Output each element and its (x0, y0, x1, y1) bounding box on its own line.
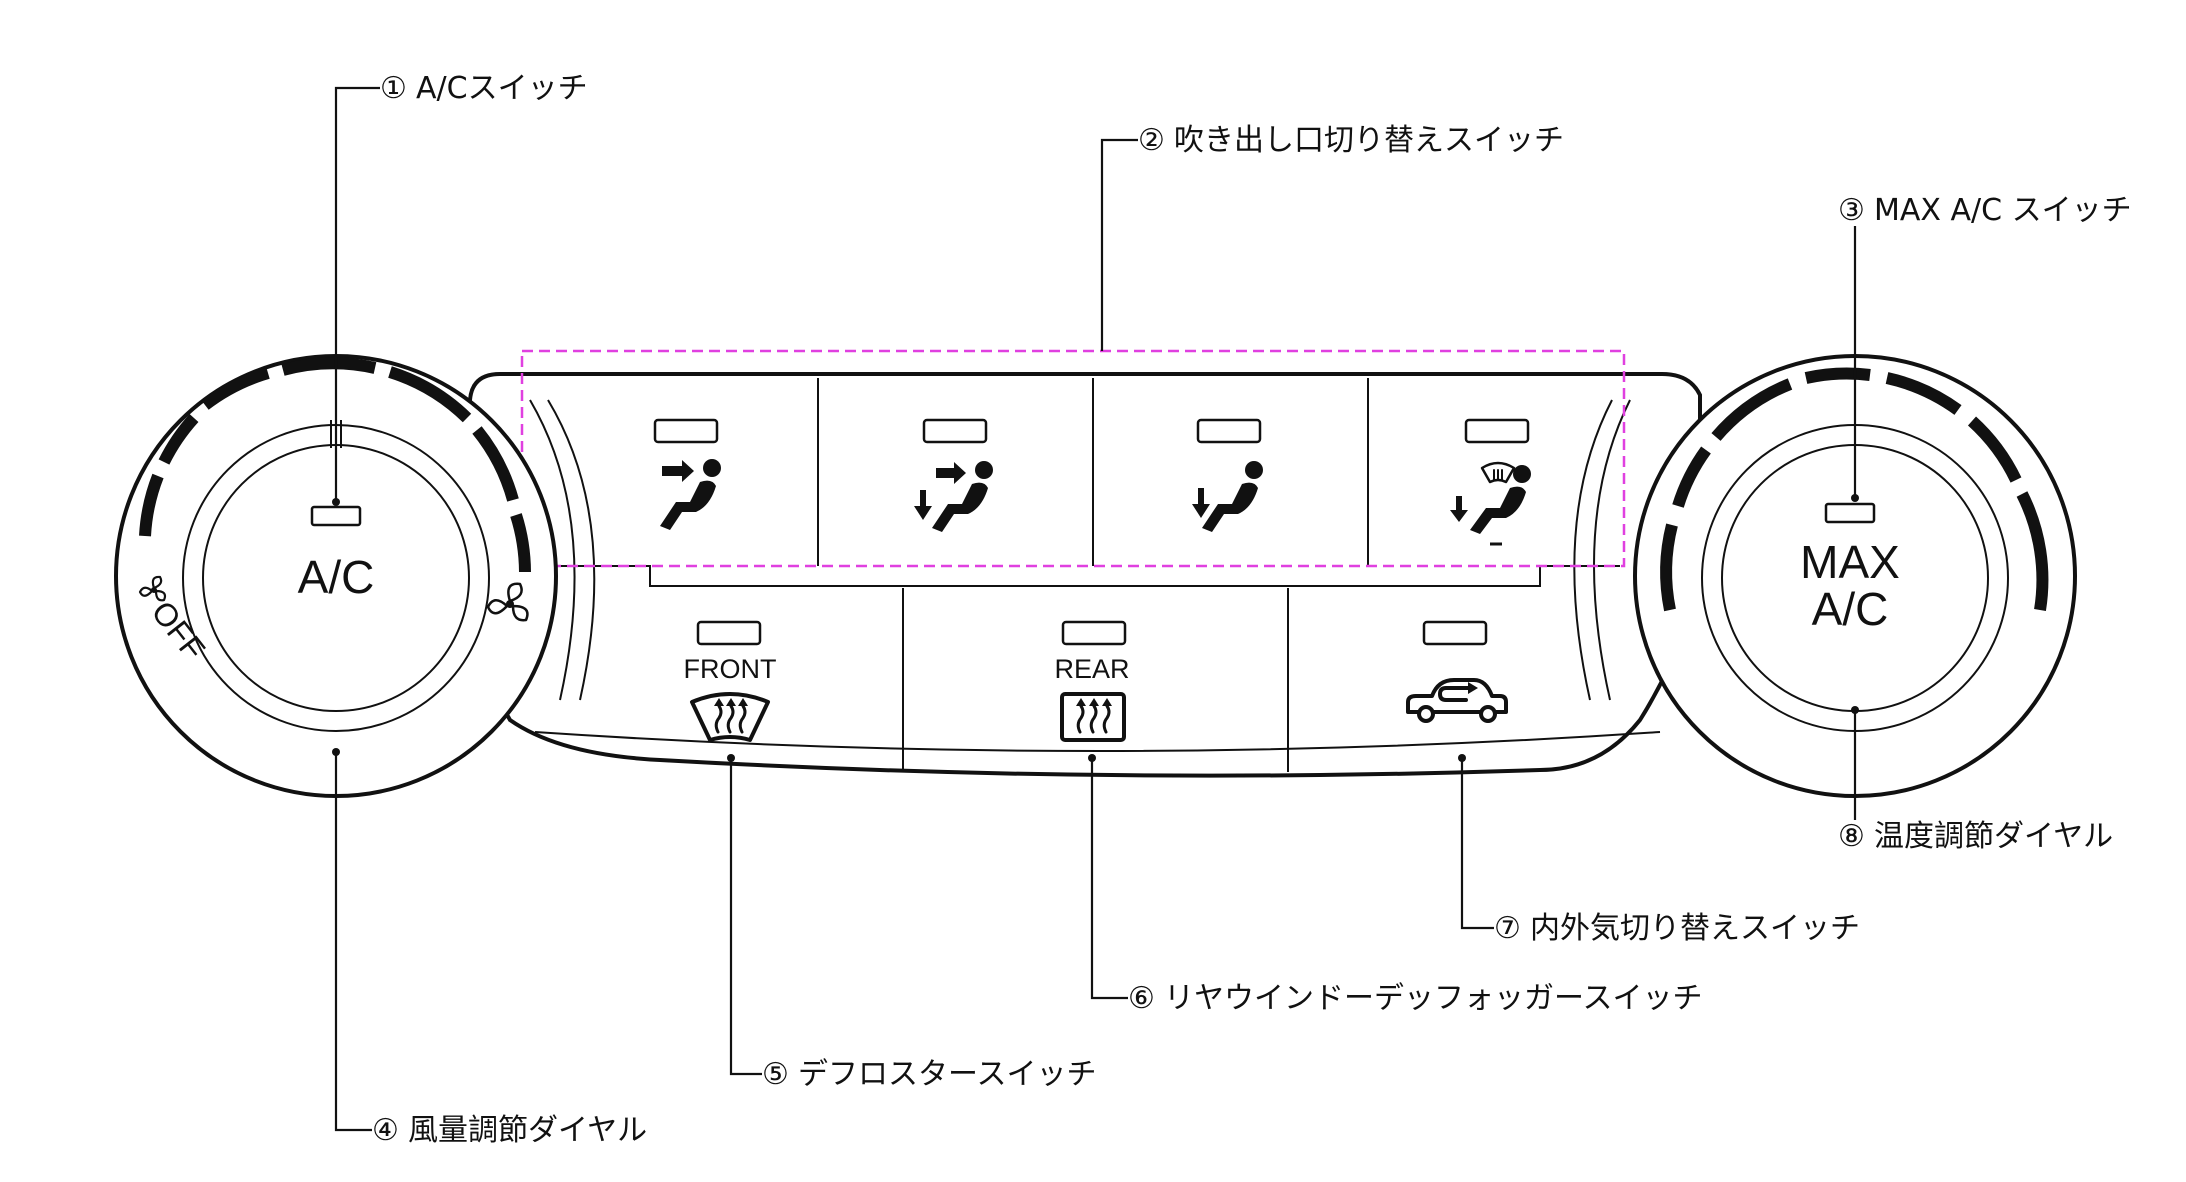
fan-icon-small (138, 575, 167, 602)
callout-1-text: A/Cスイッチ (416, 71, 588, 106)
callout-8-text: 温度調節ダイヤル (1874, 819, 2113, 854)
max-ac-label-line1: MAX (1800, 536, 1900, 588)
fan-level-scale (139, 357, 531, 573)
vent-foot-defrost-button[interactable] (1450, 418, 1531, 546)
bi-level-vent-icon (914, 461, 993, 532)
callout-8-number: ⑧ (1838, 819, 1865, 854)
callout-3: ③ MAX A/C スイッチ (1838, 193, 2132, 228)
callout-8: ⑧ 温度調節ダイヤル (1838, 819, 2113, 854)
callout-5: ⑤ デフロスタースイッチ (762, 1057, 1097, 1092)
vent-foot-defrost-indicator (1464, 418, 1530, 444)
center-panel (468, 372, 1702, 778)
recirculation-indicator (1422, 620, 1488, 646)
front-label: FRONT (684, 654, 777, 684)
callout-4-text: 風量調節ダイヤル (408, 1113, 647, 1148)
vent-foot-indicator (1196, 418, 1262, 444)
recirculation-button[interactable] (1406, 620, 1508, 723)
rear-label: REAR (1054, 654, 1129, 684)
rear-defogger-icon (1060, 692, 1126, 742)
max-ac-label-line2: A/C (1812, 583, 1889, 635)
callout-5-text: デフロスタースイッチ (798, 1057, 1097, 1092)
callout-2-number: ② (1138, 123, 1165, 158)
vent-face-button[interactable] (653, 418, 721, 530)
foot-vent-icon (1192, 461, 1263, 532)
foot-defrost-vent-icon (1450, 461, 1531, 546)
face-vent-icon (660, 459, 721, 530)
callout-3-number: ③ (1838, 193, 1865, 228)
callout-3-text: MAX A/C スイッチ (1874, 193, 2132, 228)
rear-defogger-button[interactable]: REAR (1054, 620, 1130, 742)
ac-button-label: A/C (298, 551, 375, 603)
callout-5-number: ⑤ (762, 1057, 789, 1092)
callout-7-number: ⑦ (1494, 911, 1521, 946)
front-defroster-indicator (696, 620, 762, 646)
callout-2: ② 吹き出し口切り替えスイッチ (1138, 123, 1564, 158)
callout-1-number: ① (380, 71, 407, 106)
fan-icon-large (486, 582, 529, 622)
front-defroster-button[interactable]: FRONT (684, 620, 777, 742)
vent-foot-button[interactable] (1192, 418, 1263, 532)
recirculation-icon (1406, 678, 1508, 723)
callout-6-number: ⑥ (1128, 981, 1155, 1016)
callout-7-text: 内外気切り替えスイッチ (1530, 911, 1860, 946)
front-defroster-icon (690, 692, 770, 742)
vent-bi-level-button[interactable] (914, 418, 993, 532)
callout-7: ⑦ 内外気切り替えスイッチ (1494, 911, 1860, 946)
callout-1: ① A/Cスイッチ (380, 71, 588, 106)
callout-6-text: リヤウインドーデッフォッガースイッチ (1164, 981, 1703, 1016)
temperature-scale (1660, 367, 2049, 612)
vent-face-indicator (653, 418, 719, 444)
ac-button[interactable]: A/C (298, 505, 375, 603)
callout-4: ④ 風量調節ダイヤル (372, 1113, 647, 1148)
leader-lines (332, 86, 1859, 1132)
callout-6: ⑥ リヤウインドーデッフォッガースイッチ (1128, 981, 1703, 1016)
max-ac-button[interactable]: MAX A/C (1800, 502, 1900, 635)
vent-bi-level-indicator (922, 418, 988, 444)
rear-defogger-indicator (1061, 620, 1127, 646)
callout-4-number: ④ (372, 1113, 399, 1148)
callout-2-text: 吹き出し口切り替えスイッチ (1174, 123, 1564, 158)
max-ac-indicator (1824, 502, 1876, 524)
ac-indicator (310, 505, 362, 527)
